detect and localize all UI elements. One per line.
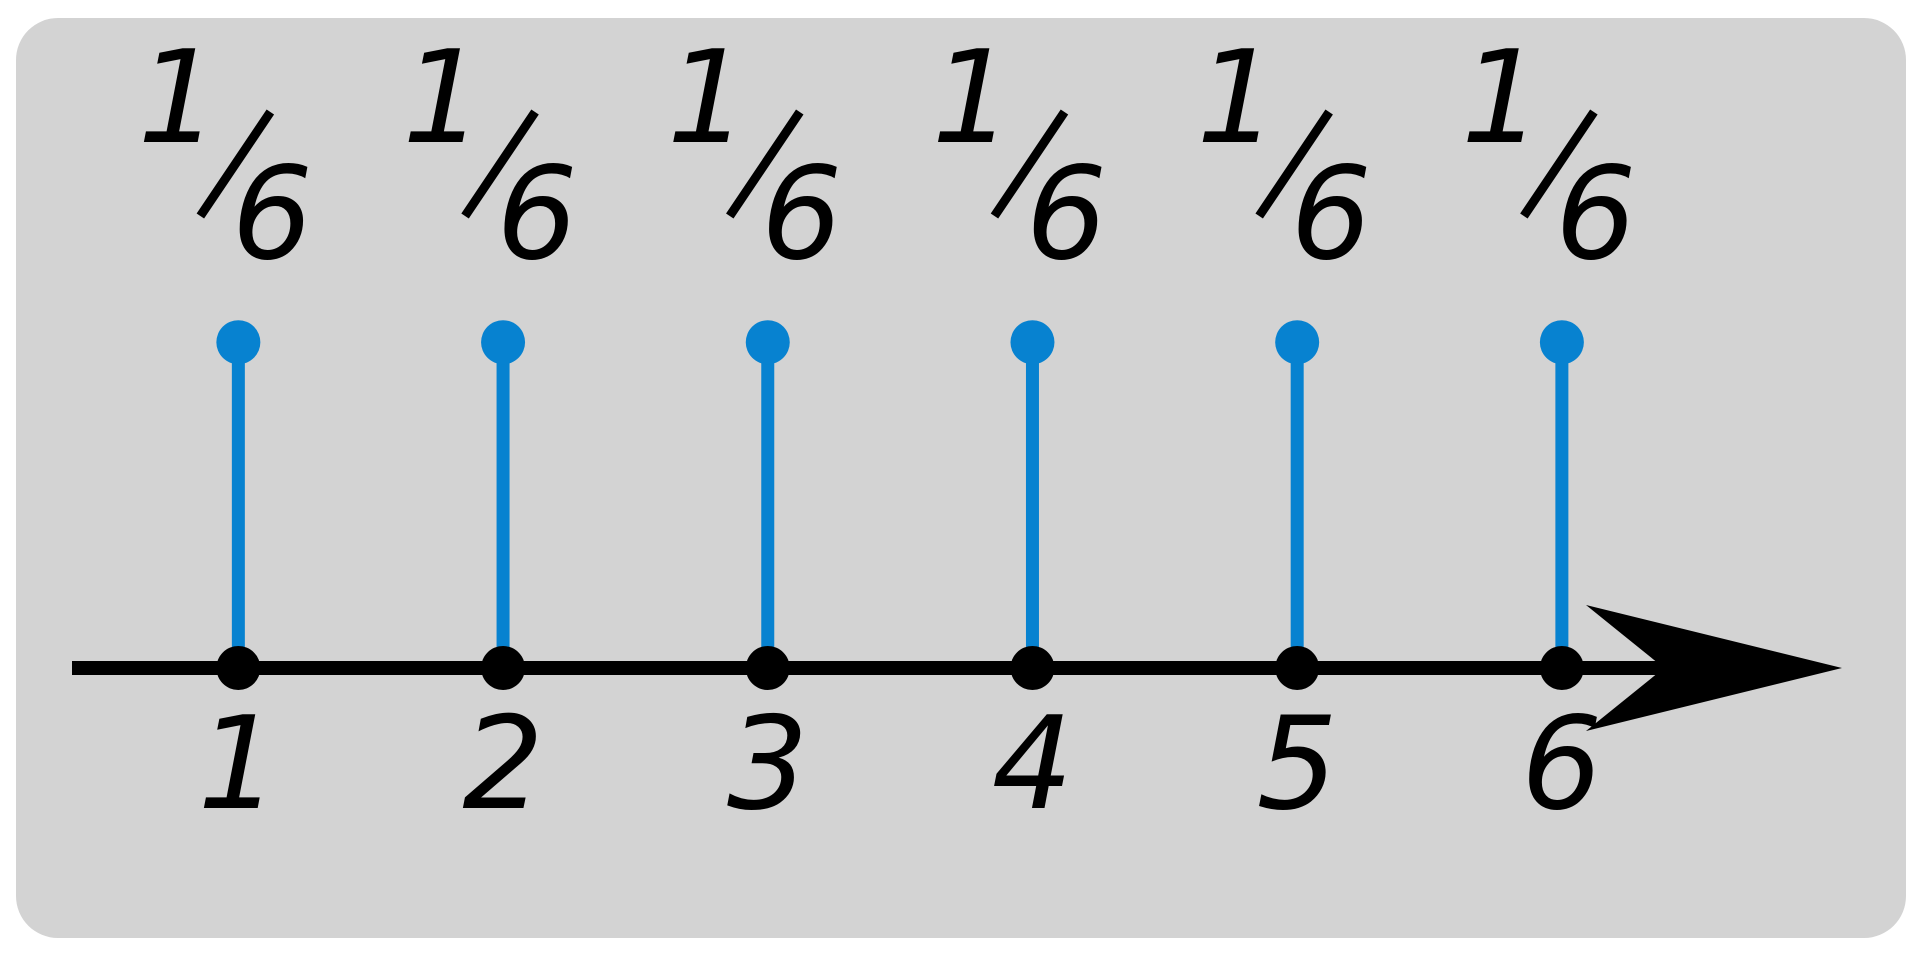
data-label-3: 16 [667,24,842,289]
x-tick-label-1: 1 [198,690,279,839]
stem-marker-4 [1010,320,1055,365]
stems-layer [216,320,1584,668]
x-axis [72,605,1842,731]
axis-point-2 [481,646,526,690]
data-label-slash-6 [1520,109,1598,219]
x-tick-label-2: 2 [462,690,543,839]
axis-point-1 [216,646,261,690]
data-label-1: 16 [138,24,313,289]
data-label-numerator-5: 1 [1196,24,1277,173]
axis-point-5 [1275,646,1320,690]
data-label-numerator-4: 1 [932,24,1013,173]
data-label-2: 16 [402,24,577,289]
data-label-denominator-4: 6 [1026,140,1107,289]
stem-marker-6 [1539,320,1584,365]
data-label-numerator-1: 1 [138,24,219,173]
axis-point-6 [1539,646,1584,690]
stem-marker-3 [745,320,790,365]
data-label-denominator-3: 6 [761,140,842,289]
data-label-denominator-5: 6 [1290,140,1371,289]
data-label-slash-2 [461,109,539,219]
data-label-6: 16 [1461,24,1636,289]
stem-marker-2 [481,320,526,365]
data-label-slash-5 [1255,109,1333,219]
data-label-numerator-3: 1 [667,24,748,173]
x-tick-label-4: 4 [992,690,1073,839]
data-label-slash-1 [196,109,275,219]
chart-background [16,18,1906,938]
data-label-5: 16 [1196,24,1371,289]
data-label-denominator-1: 6 [232,140,313,289]
axis-point-4 [1010,646,1055,690]
data-label-numerator-2: 1 [402,24,483,173]
data-label-denominator-2: 6 [496,140,577,289]
x-tick-label-3: 3 [727,690,808,839]
stem-marker-5 [1275,320,1320,365]
axis-point-3 [745,646,790,690]
x-tick-label-6: 6 [1521,690,1602,839]
stem-marker-1 [216,320,261,365]
data-label-slash-3 [726,109,804,219]
data-label-denominator-6: 6 [1555,140,1636,289]
data-label-slash-4 [990,109,1069,219]
x-tick-label-5: 5 [1256,690,1337,839]
x-axis-arrowhead [1586,605,1842,731]
data-label-4: 16 [932,24,1107,289]
data-label-numerator-6: 1 [1461,24,1542,173]
